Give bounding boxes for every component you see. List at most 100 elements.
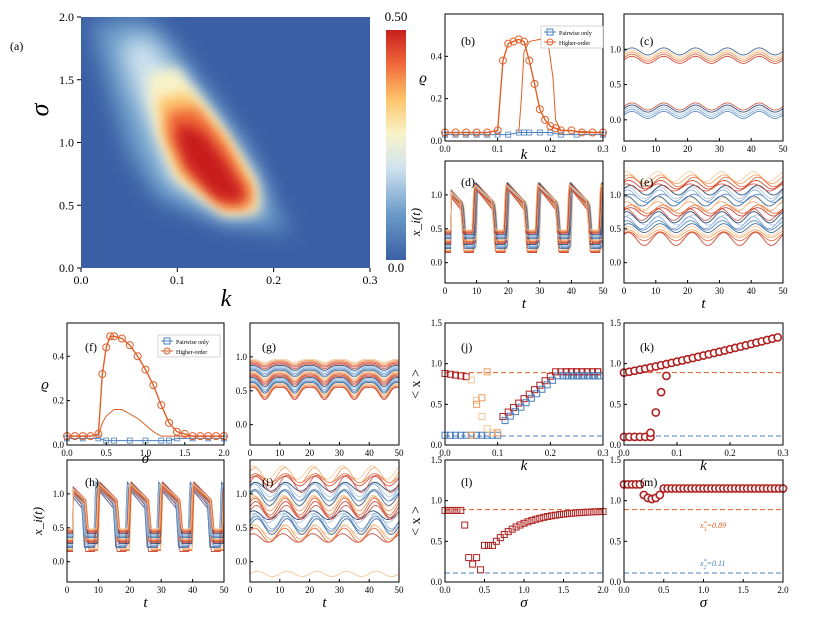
data-point-higher	[541, 115, 550, 124]
x-axis-label: t	[701, 296, 706, 312]
data-point	[543, 381, 551, 389]
y-tick-label: 1.0	[431, 359, 443, 369]
series-line	[249, 510, 400, 520]
data-point	[588, 372, 596, 380]
data-point-higher	[535, 105, 544, 114]
data-point	[532, 515, 540, 523]
x-tick-label: 20	[305, 448, 315, 458]
data-point	[594, 368, 602, 376]
x-tick-label: 0.2	[724, 448, 735, 458]
x-tick-label: 0.1	[671, 448, 682, 458]
data-point	[509, 404, 517, 412]
data-point	[563, 510, 571, 518]
heatmap-field	[90, 17, 293, 233]
data-point	[562, 372, 570, 380]
series-line	[67, 486, 225, 533]
data-point	[525, 390, 533, 398]
data-point	[473, 400, 481, 408]
y-tick-label: 0.5	[431, 399, 443, 409]
series-line	[249, 518, 400, 535]
x-tick-label: 10	[275, 448, 285, 458]
data-point-higher	[514, 35, 523, 44]
x-tick-label: 50	[395, 448, 405, 458]
data-point	[536, 381, 544, 389]
series-line	[249, 481, 400, 492]
y-tick-label: 1.0	[610, 44, 622, 54]
data-point	[478, 431, 486, 439]
y-tick-label: 0.0	[53, 440, 65, 450]
data-point	[465, 554, 473, 562]
data-point	[635, 479, 645, 489]
data-point-higher	[551, 124, 560, 133]
y-tick-label: 0.0	[610, 440, 622, 450]
data-point-higher	[567, 126, 576, 135]
series-line	[623, 186, 784, 200]
y-tick-label: 1.0	[610, 190, 622, 200]
axes-frame-e	[623, 160, 784, 284]
legend-pairwise-label: Pairwise only	[176, 340, 209, 346]
panel-label-b: (b)	[461, 34, 475, 48]
y-tick-label: 0.5	[236, 386, 248, 396]
x-tick-label: 0.0	[74, 273, 89, 287]
data-point	[457, 372, 465, 380]
data-point	[578, 372, 586, 380]
data-point	[546, 372, 554, 380]
data-point-pairwise	[111, 437, 117, 444]
data-point-pairwise	[505, 131, 512, 138]
x-axis-label: σ	[142, 451, 150, 467]
data-point	[478, 413, 486, 421]
y-tick-label: 0.5	[431, 224, 443, 234]
series-line	[249, 475, 400, 487]
data-point	[540, 513, 548, 521]
x-tick-label: 0	[443, 286, 448, 296]
data-point-higher	[157, 401, 166, 410]
data-point	[522, 399, 530, 407]
series-line	[623, 47, 784, 56]
data-point	[556, 511, 564, 519]
y-tick-label: 0.4	[431, 51, 443, 61]
data-point	[515, 399, 523, 407]
series-line	[623, 176, 784, 188]
series-line	[249, 360, 400, 365]
data-point	[446, 370, 454, 378]
legend-pairwise-marker	[546, 28, 554, 36]
series-line	[445, 183, 604, 231]
x-tick-label: 0.0	[61, 448, 73, 458]
y-tick-label: 0.0	[610, 115, 622, 125]
x-axis-label: k	[521, 458, 528, 474]
y-axis-label: x_i(t)	[408, 208, 423, 237]
data-point-pairwise	[166, 437, 172, 444]
y-tick-label: 1.0	[236, 352, 248, 362]
axes-frame-j	[444, 322, 604, 446]
x-tick-label: 10	[94, 585, 104, 595]
x-tick-label: 0.3	[363, 273, 378, 287]
data-point	[578, 368, 586, 376]
data-point-higher	[117, 334, 126, 343]
data-point	[462, 431, 470, 439]
data-point	[483, 368, 491, 376]
x-tick-label: 10	[651, 286, 661, 296]
y-tick-label: 0.5	[610, 80, 622, 90]
series-line	[249, 380, 400, 392]
data-point-higher	[577, 128, 586, 137]
y-tick-label: 0.0	[236, 557, 248, 567]
panel-label-k: (k)	[640, 340, 654, 354]
data-point	[467, 376, 475, 384]
annotation-x1-sub: 1	[704, 527, 707, 533]
data-point	[656, 387, 666, 397]
data-point	[449, 506, 457, 514]
data-point-higher	[588, 128, 597, 137]
series-line	[623, 49, 784, 58]
plot-area-j	[441, 368, 604, 439]
x-tick-label: 0	[248, 585, 253, 595]
x-tick-label: 0.2	[545, 144, 556, 154]
y-axis-label: < x >	[409, 506, 424, 536]
data-point	[488, 429, 496, 437]
series-line	[623, 55, 784, 64]
series-line	[249, 361, 400, 366]
x-tick-label: 2.0	[218, 448, 230, 458]
data-point	[552, 511, 560, 519]
data-point	[483, 425, 491, 433]
data-point	[575, 509, 583, 517]
